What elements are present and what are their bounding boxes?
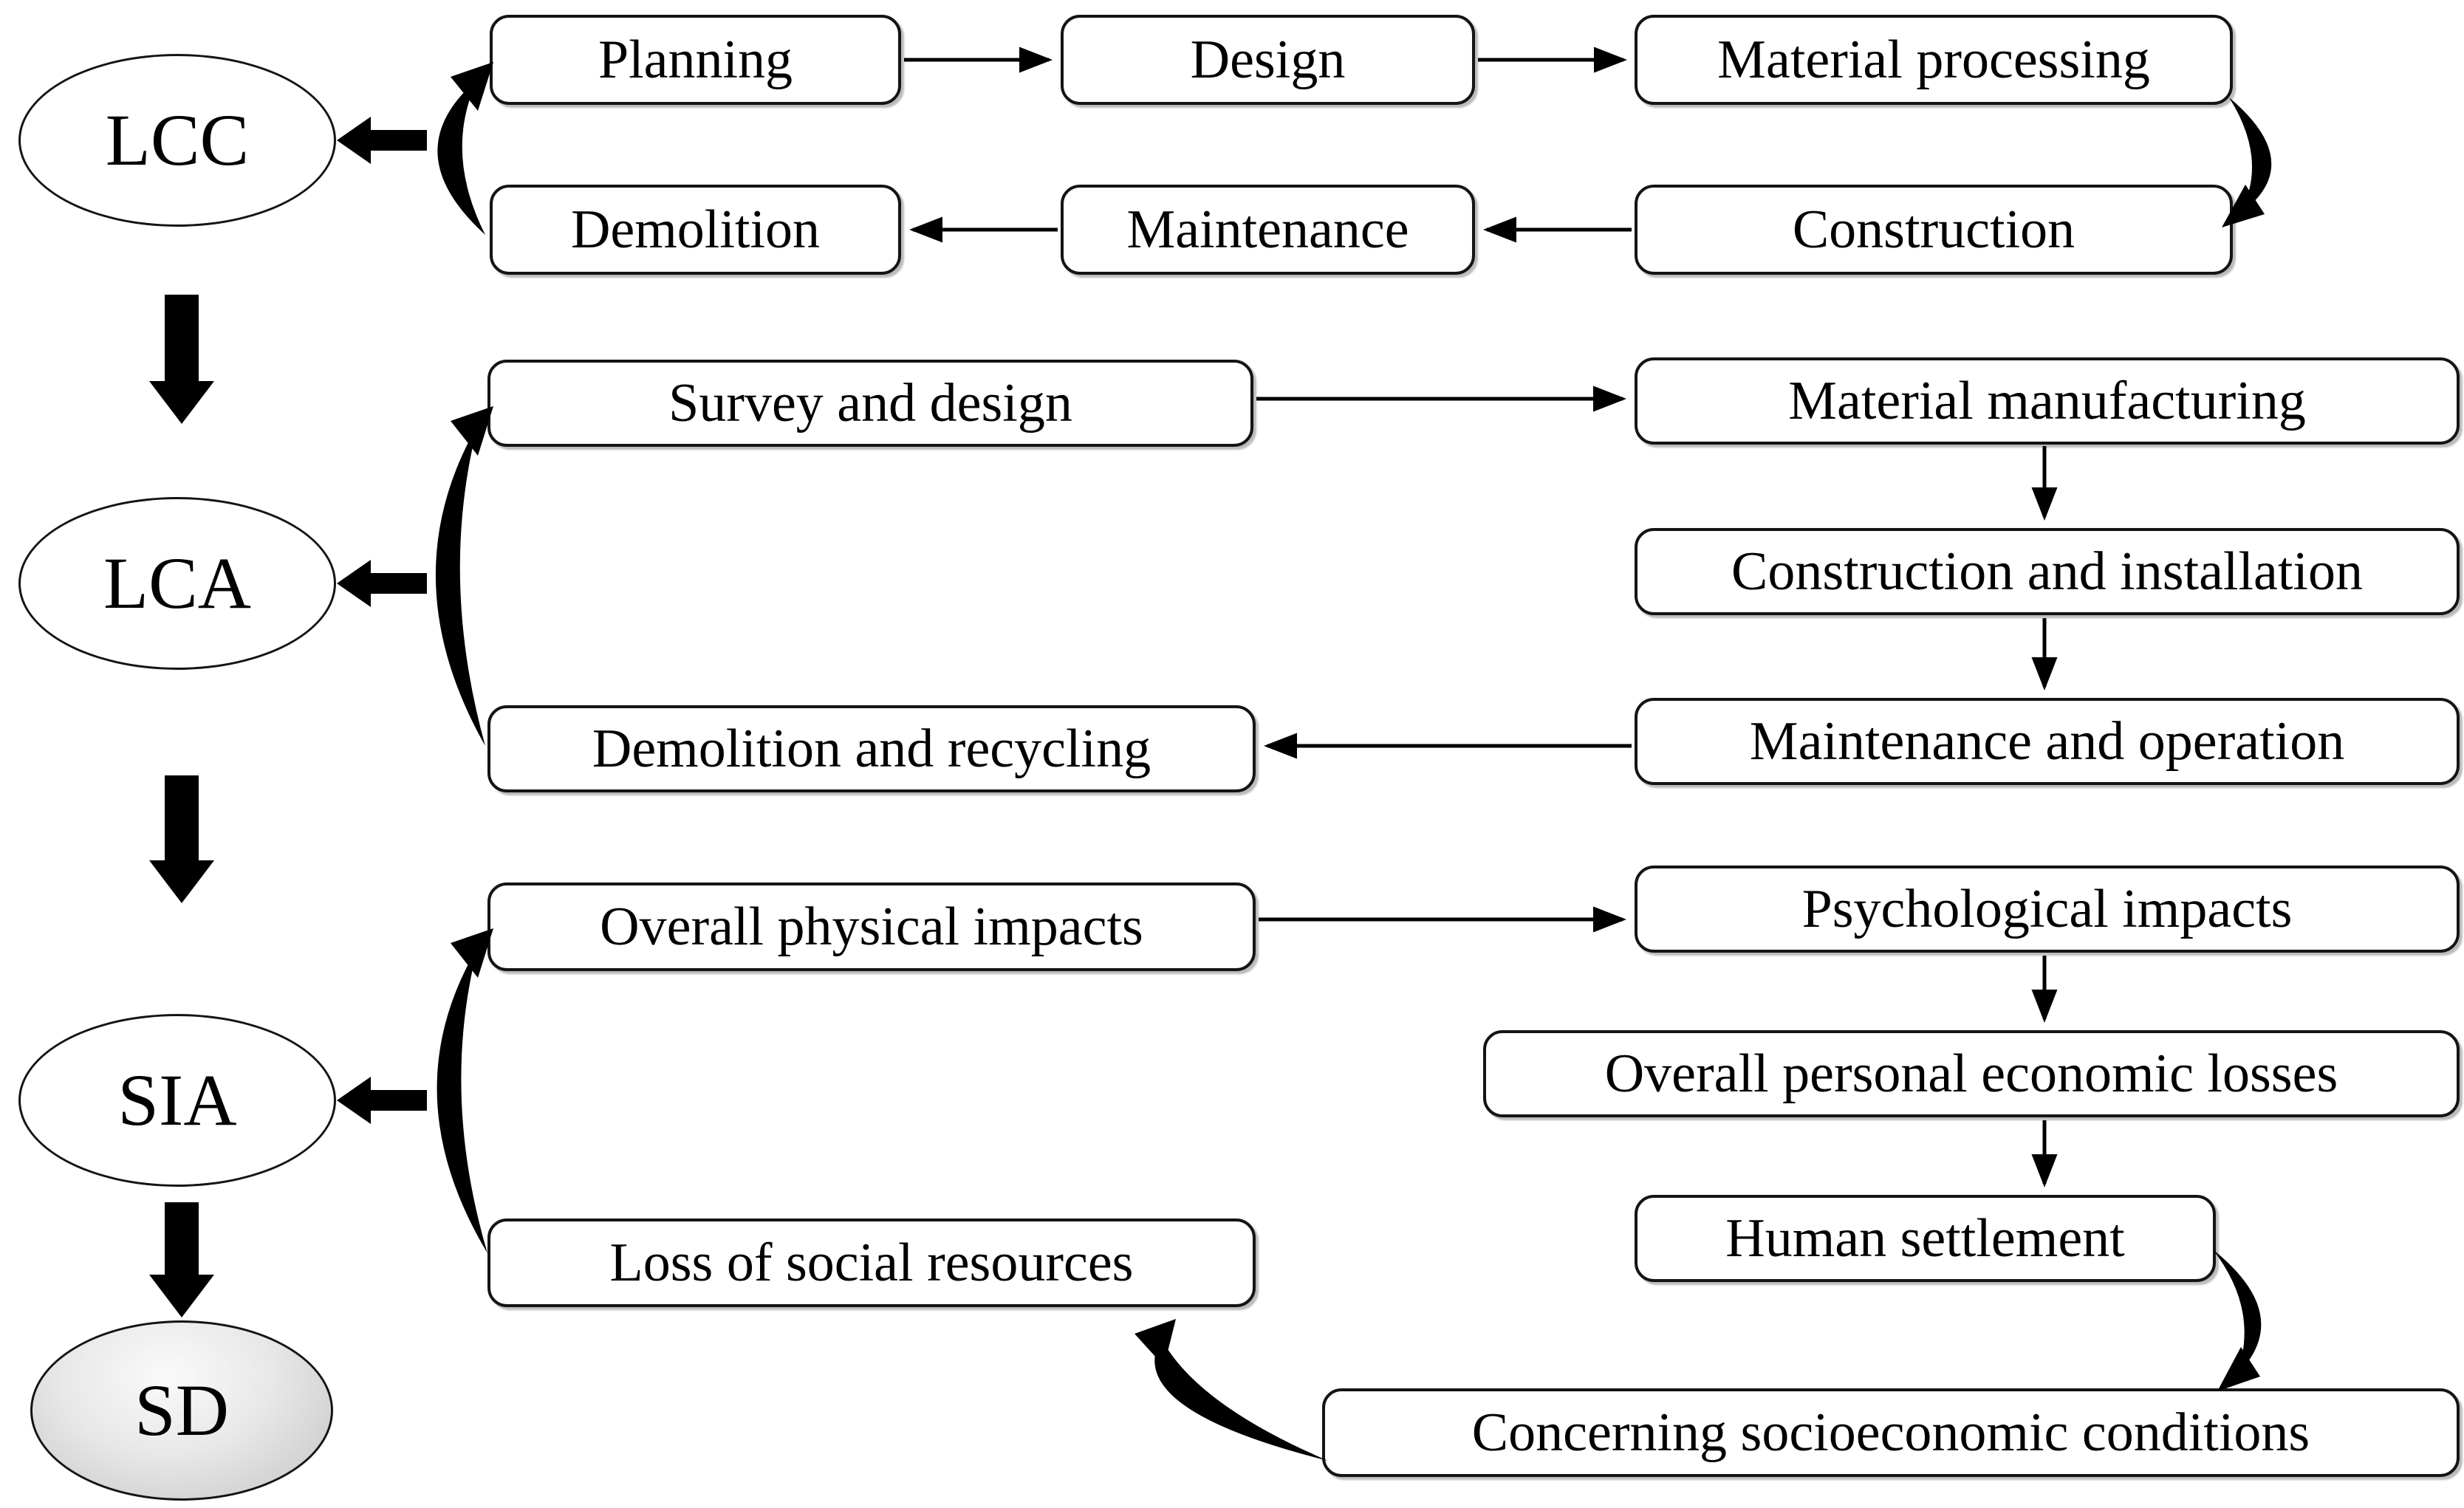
box-construction: Construction (1635, 185, 2233, 275)
curved-arrow-loss-to-physical (437, 928, 493, 1253)
box-overall-physical-impacts: Overall physical impacts (487, 882, 1256, 971)
box-psychological-impacts: Psychological impacts (1635, 866, 2460, 953)
block-arrow-sia-to-sd (149, 1202, 214, 1317)
box-planning: Planning (490, 15, 901, 105)
box-socioeconomic-conditions: Concerning socioeconomic conditions (1322, 1388, 2460, 1477)
box-human-settlement: Human settlement (1635, 1195, 2216, 1282)
box-survey-design: Survey and design (487, 360, 1253, 447)
block-arrow-lcc-to-lca (149, 295, 214, 424)
block-arrow-cycle-to-sia (337, 1077, 427, 1124)
block-arrow-lca-to-sia (149, 775, 214, 903)
curved-arrow-recycling-to-survey (435, 406, 493, 746)
block-arrow-cycle-to-lca (337, 560, 427, 607)
curved-arrow-human-settlement-to-socioeconomic (2213, 1250, 2262, 1391)
block-arrow-cycle-to-lcc (337, 117, 427, 164)
box-personal-economic-losses: Overall personal economic losses (1483, 1030, 2460, 1117)
ellipse-sia: SIA (18, 1014, 336, 1187)
curved-arrow-socioeconomic-to-loss (1135, 1319, 1328, 1461)
box-demolition: Demolition (490, 185, 901, 275)
box-demolition-recycling: Demolition and recycling (487, 705, 1256, 792)
ellipse-sd: SD (30, 1320, 333, 1501)
box-maintenance: Maintenance (1061, 185, 1475, 275)
box-material-manufacturing: Material manufacturing (1635, 357, 2460, 445)
curved-arrow-demolition-to-planning (437, 62, 493, 235)
box-construction-installation: Construction and installation (1635, 528, 2460, 615)
ellipse-lca: LCA (18, 497, 336, 670)
ellipse-lcc: LCC (18, 54, 336, 227)
box-design: Design (1061, 15, 1475, 105)
box-loss-social-resources: Loss of social resources (487, 1219, 1256, 1307)
box-material-processing: Material processing (1635, 15, 2233, 105)
box-maintenance-operation: Maintenance and operation (1635, 698, 2460, 785)
